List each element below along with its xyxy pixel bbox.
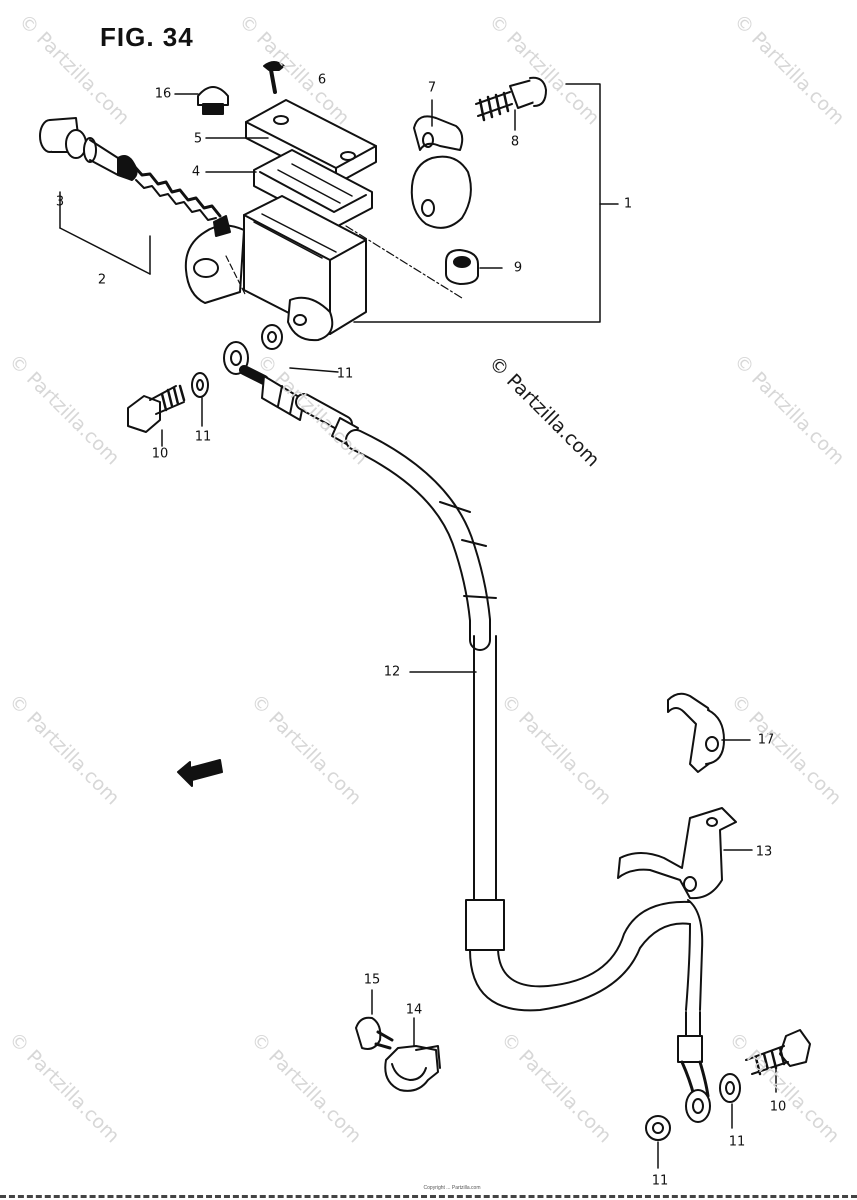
piston-set-part — [39, 117, 231, 237]
screw-part — [263, 61, 285, 94]
callout-label: 11 — [194, 429, 212, 445]
hose-clamp-part — [667, 692, 725, 773]
clamp-bolt-part — [475, 76, 547, 122]
washer-part — [191, 372, 209, 398]
callout-label: 3 — [55, 194, 65, 210]
washer-part — [261, 324, 283, 350]
callout-label: 6 — [317, 72, 327, 88]
callout-label: 7 — [427, 80, 437, 96]
callout-label: 11 — [728, 1134, 746, 1150]
reservoir-cap-part — [197, 86, 229, 115]
callout-label: 1 — [623, 196, 633, 212]
callout-label: 11 — [651, 1173, 669, 1189]
washer-part — [645, 1115, 671, 1141]
brake-hose-part — [223, 341, 711, 1123]
leader-line — [59, 227, 151, 275]
callout-label: 4 — [191, 164, 201, 180]
bottom-dashed-rule — [0, 1195, 857, 1198]
callout-label: 15 — [363, 972, 381, 988]
diaphragm-part — [253, 149, 373, 229]
master-cylinder-body-part — [184, 195, 367, 342]
callout-label: 17 — [757, 732, 775, 748]
callout-label: 5 — [193, 131, 203, 147]
callout-label: 9 — [513, 260, 523, 276]
callout-label: 14 — [405, 1002, 423, 1018]
callout-label: 12 — [383, 664, 401, 680]
callout-label: 11 — [336, 366, 354, 382]
assembly-bracket-line — [353, 83, 601, 323]
copyright-note: Copyright ... Partzilla.com — [423, 1185, 481, 1191]
figure-title: FIG. 34 — [100, 22, 194, 52]
clamp-holder-part — [410, 115, 472, 229]
lower-banjo-bolt-part — [745, 1029, 811, 1076]
forward-arrow-icon — [177, 759, 223, 787]
callout-label: 2 — [97, 272, 107, 288]
callout-label: 10 — [769, 1099, 787, 1115]
washer-part — [719, 1073, 741, 1103]
callout-label: 16 — [154, 86, 172, 102]
callout-label: 10 — [151, 446, 169, 462]
hose-bracket-part — [617, 807, 737, 900]
pipe-clamp-part — [384, 1045, 441, 1092]
upper-banjo-bolt-part — [127, 384, 186, 433]
callout-label: 13 — [755, 844, 773, 860]
callout-label: 8 — [510, 134, 520, 150]
grommet-part — [445, 249, 479, 285]
bracket-bolt-part — [355, 1016, 394, 1050]
